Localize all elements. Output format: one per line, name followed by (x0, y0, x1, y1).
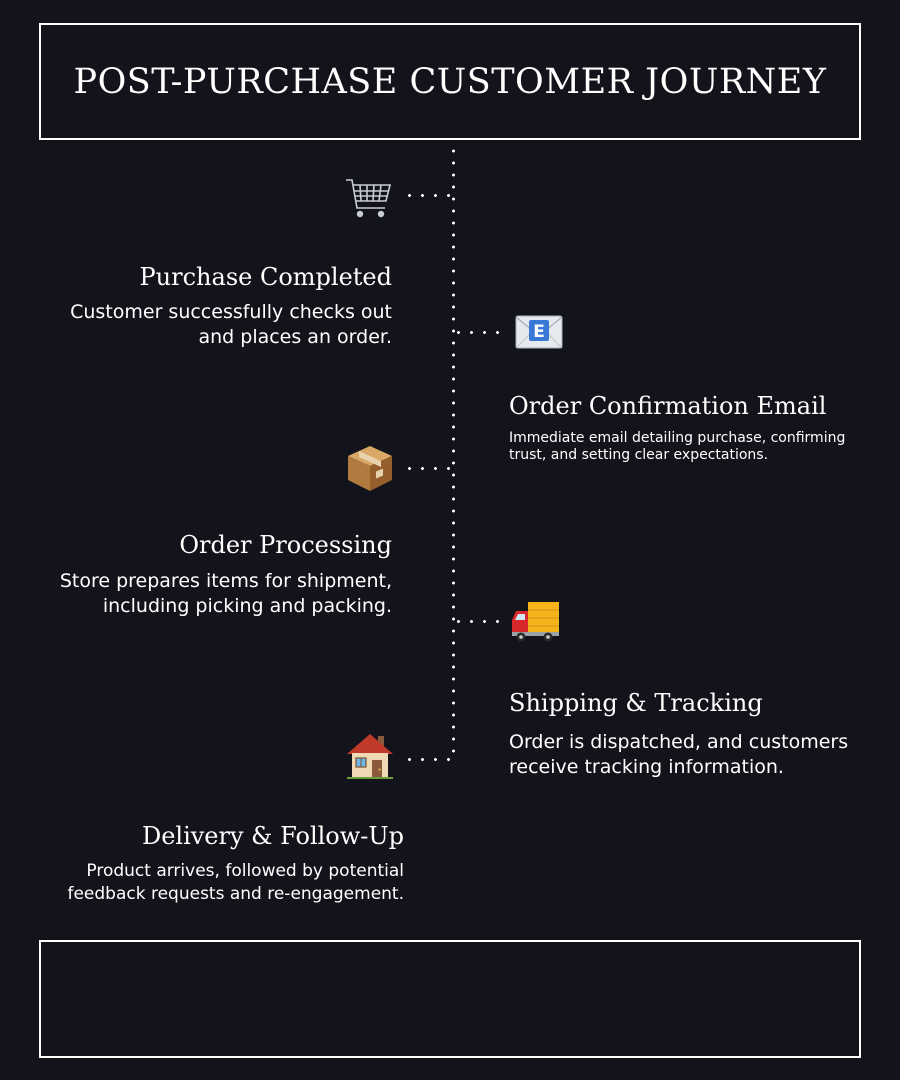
page-title: POST-PURCHASE CUSTOMER JOURNEY (73, 61, 827, 102)
connector-step-1 (403, 194, 455, 197)
email-envelope-icon: E (514, 307, 564, 357)
step-title-shipping-tracking: Shipping & Tracking (509, 689, 763, 717)
package-box-icon (345, 443, 395, 493)
step-description-purchase-completed: Customer successfully checks out and pla… (70, 301, 392, 348)
delivery-truck-icon (510, 596, 560, 646)
connector-step-5 (403, 758, 455, 761)
svg-text:E: E (533, 322, 545, 342)
shopping-cart-icon (343, 172, 393, 222)
step-title-order-processing: Order Processing (179, 531, 392, 559)
step-title-delivery-follow-up: Delivery & Follow-Up (141, 822, 404, 850)
step-description-shipping-tracking: Order is dispatched, and customers recei… (509, 731, 849, 778)
connector-step-3 (403, 467, 455, 470)
footer-box (39, 940, 861, 1058)
title-banner: POST-PURCHASE CUSTOMER JOURNEY (39, 23, 861, 140)
connector-step-2 (452, 331, 504, 334)
connector-step-4 (452, 620, 504, 623)
step-description-order-processing: Store prepares items for shipment, inclu… (59, 570, 392, 617)
step-description-delivery-follow-up: Product arrives, followed by potential f… (67, 861, 404, 904)
step-description-order-confirmation-email: Immediate email detailing purchase, conf… (509, 430, 846, 463)
step-title-order-confirmation-email: Order Confirmation Email (509, 392, 827, 420)
step-title-purchase-completed: Purchase Completed (139, 263, 392, 291)
house-icon (345, 731, 395, 781)
timeline-line (452, 145, 455, 760)
